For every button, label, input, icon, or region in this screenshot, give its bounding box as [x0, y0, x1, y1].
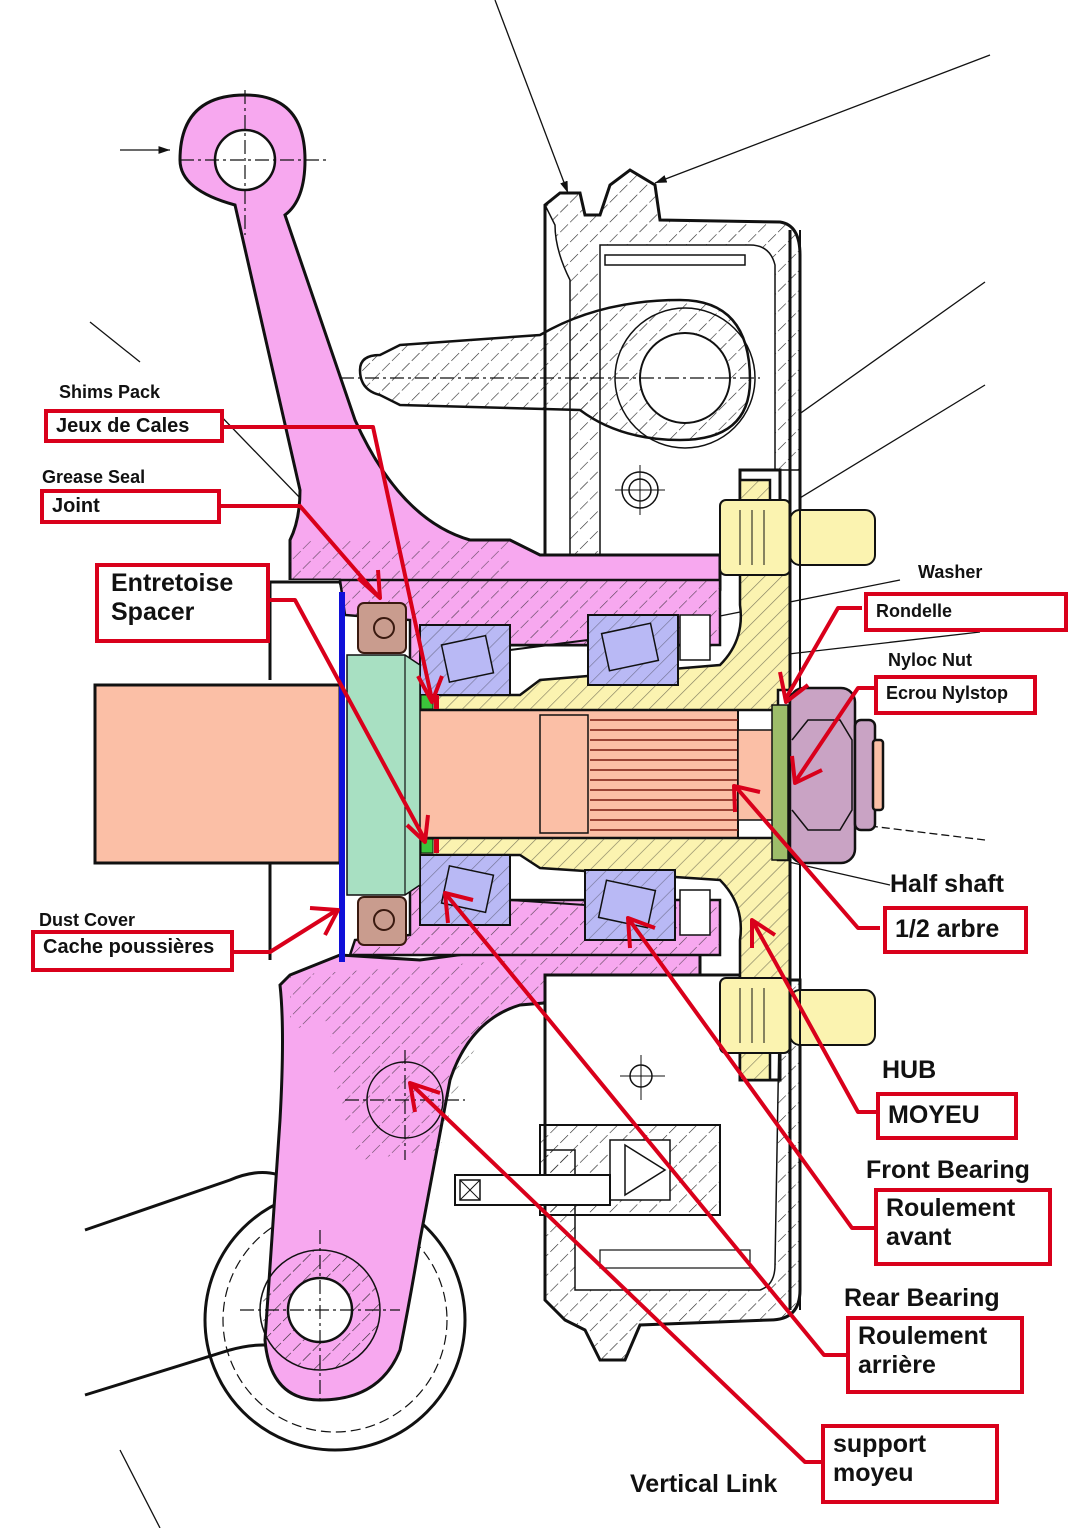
label-front-bearing-fr: Roulement avant	[874, 1188, 1052, 1266]
label-shims-fr: Jeux de Cales	[44, 409, 224, 443]
label-spacer: Entretoise Spacer	[95, 563, 270, 643]
brake-mechanism-upper	[340, 168, 802, 562]
label-half-shaft-en: Half shaft	[890, 870, 1004, 898]
label-vertical-link-en: Vertical Link	[630, 1470, 778, 1498]
label-shims-en: Shims Pack	[59, 382, 161, 402]
wheel-stud-upper	[719, 499, 876, 576]
label-rear-bearing-en: Rear Bearing	[844, 1284, 1000, 1312]
wheel-stud-lower	[719, 977, 876, 1054]
label-grease-seal-fr: Joint	[40, 489, 221, 524]
label-spacer-line1: Entretoise	[111, 569, 234, 597]
label-hub-en: HUB	[882, 1056, 937, 1084]
label-front-bearing-line1: Roulement	[886, 1194, 1016, 1222]
label-vertical-link-line1: support	[833, 1430, 927, 1458]
label-dust-cover-fr: Cache poussières	[31, 930, 234, 972]
label-nyloc-en: Nyloc Nut	[888, 650, 973, 670]
label-rear-bearing-line1: Roulement	[858, 1322, 988, 1350]
half-shaft-splines	[590, 719, 738, 831]
label-spacer-line2: Spacer	[111, 597, 195, 626]
label-grease-seal-en: Grease Seal	[42, 467, 146, 487]
label-front-bearing-en: Front Bearing	[866, 1156, 1030, 1184]
washer	[771, 704, 789, 861]
label-front-bearing-line2: avant	[886, 1222, 952, 1251]
label-vertical-link-line2: moyeu	[833, 1458, 914, 1487]
nyloc-nut	[788, 686, 885, 865]
hub	[418, 230, 876, 1310]
front-bearing	[584, 614, 711, 941]
label-half-shaft-fr: 1/2 arbre	[883, 906, 1028, 954]
half-shaft	[93, 683, 876, 865]
label-washer-fr: Rondelle	[864, 592, 1068, 632]
annotation-leaders	[220, 425, 880, 1464]
label-vertical-link-fr: support moyeu	[821, 1424, 999, 1504]
label-rear-bearing-line2: arrière	[858, 1350, 936, 1379]
spacer-block	[346, 654, 439, 896]
label-washer-en: Washer	[918, 562, 983, 582]
dust-cover	[339, 592, 345, 962]
label-dust-cover-en: Dust Cover	[39, 910, 136, 930]
rear-bearing	[419, 624, 511, 926]
grease-seal	[357, 602, 407, 946]
label-nyloc-fr: Ecrou Nylstop	[874, 675, 1037, 715]
label-rear-bearing-fr: Roulement arrière	[846, 1316, 1024, 1394]
label-hub-fr: MOYEU	[876, 1092, 1018, 1140]
